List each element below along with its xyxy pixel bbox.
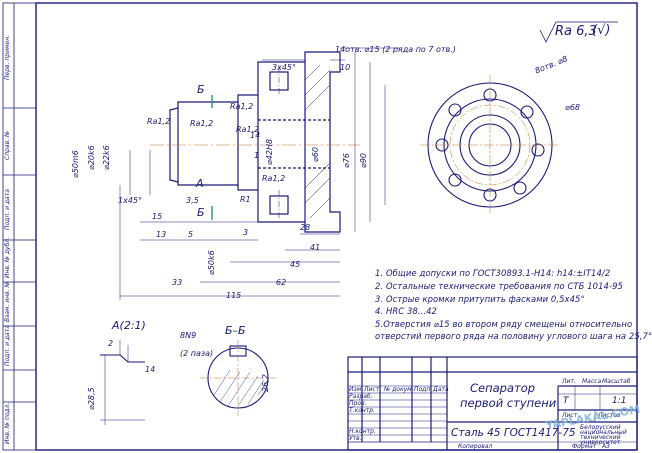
note-1: 1. Общие допуски по ГОСТ30893.1-H14: h14… [375, 268, 611, 278]
tb-format-value: A3 [602, 443, 610, 450]
section-hatch [304, 64, 331, 219]
tb-kopiroval: Копировал [458, 443, 493, 450]
dim-d20: ⌀20k6 [87, 145, 96, 170]
dim-62: 62 [276, 278, 287, 287]
tb-mass: Масса [582, 378, 602, 385]
dim-fourteen: 14 [250, 131, 261, 140]
dim-ra-5: Ra1,2 [262, 174, 286, 183]
detail-a [100, 340, 145, 425]
dim-d50b: ⌀50k6 [207, 250, 216, 275]
side-label-5: Взам. инв. № [4, 281, 11, 322]
tb-lit: Лит. [562, 378, 576, 385]
tb-nkontr: Н.контр. [349, 428, 376, 435]
note-4: 4. HRC 38...42 [375, 306, 437, 316]
dim-d22: ⌀22k6 [102, 145, 111, 170]
tb-ndoc: № докум. [384, 386, 414, 393]
view-a-label: A [196, 177, 204, 190]
side-label-3: Подп. и дата [4, 189, 11, 230]
section-label-bottom: Б [197, 206, 205, 219]
tb-org-3: технический [580, 434, 621, 441]
dim-ra-3: Ra1,2 [190, 119, 214, 128]
dim-41: 41 [310, 243, 321, 252]
section-bb-dim-26: 26,2 [261, 374, 270, 392]
dim-ten: 10 [340, 63, 351, 72]
detail-a-dim-2: 2 [108, 339, 114, 348]
roughness-sign [539, 21, 618, 43]
dimension-lines [119, 47, 400, 300]
section-label-top: Б [197, 83, 205, 96]
tb-lit-value: Т [563, 396, 569, 406]
end-view [420, 75, 560, 215]
note-5-cont: отверстий первого ряда на половину углов… [375, 331, 652, 341]
dim-chamfer-left: 1x45° [118, 196, 143, 205]
dim-13: 13 [156, 230, 167, 239]
dim-15: 15 [152, 212, 163, 221]
tb-sheets: Листов [598, 412, 621, 419]
note-5: 5.Отверстия ⌀15 во втором ряду смещены о… [375, 319, 633, 329]
dim-3: 3 [243, 228, 249, 237]
tb-org-4: университет [580, 439, 621, 446]
tb-izm: Изм. [349, 386, 364, 393]
dim-45: 45 [290, 260, 301, 269]
side-label-6: Подп. и дата [4, 325, 11, 366]
dim-d76: ⌀76 [342, 153, 351, 168]
material: Сталь 45 ГОСТ1417-75 [451, 427, 576, 439]
end-view-pcd: ⌀68 [565, 103, 580, 112]
dim-ra-1: Ra1,2 [230, 102, 254, 111]
dim-one: 1 [254, 151, 260, 160]
dim-35: 3,5 [186, 196, 199, 205]
note-2: 2. Остальные технические требования по С… [375, 281, 623, 291]
roughness-label: Ra 6,3 [555, 24, 597, 39]
tb-tkontr: Т.контр. [349, 407, 376, 414]
side-label-4: Инв. № дубл. [4, 236, 11, 278]
section-bb-key2: (2 паза) [180, 349, 214, 358]
dim-d90: ⌀90 [359, 153, 368, 168]
dim-d60: ⌀60 [311, 147, 320, 162]
tb-podp: Подп. [414, 386, 433, 393]
tb-format: Формат [572, 443, 597, 450]
detail-a-dim-285: ⌀28,5 [87, 387, 96, 410]
tb-scale: Масштаб [602, 378, 631, 385]
dim-ra-2: Ra1,2 [147, 117, 171, 126]
tb-prov: Пров. [349, 400, 367, 407]
tb-data: Дата [433, 386, 449, 393]
title-block [347, 356, 638, 451]
note-3: 3. Острые кромки притупить фасками 0,5х4… [375, 294, 585, 304]
inner-frame [35, 2, 638, 451]
tb-sheet: Лист [562, 412, 578, 419]
side-label-2: Справ. № [4, 130, 11, 160]
tb-list: Лист [364, 386, 380, 393]
side-label-1: Перв. примен. [4, 34, 11, 80]
tb-org-2: национальный [580, 429, 627, 436]
part-name-1: Сепаратор [470, 381, 536, 395]
roughness-mark: (√) [592, 23, 611, 38]
dim-d42: ⌀42H8 [265, 138, 274, 165]
dim-d50: ⌀50m6 [71, 150, 80, 178]
dim-ra-4: Ra1,2 [236, 125, 260, 134]
dim-28: 28 [300, 223, 311, 232]
dim-5: 5 [188, 230, 194, 239]
dim-chamfer-top: 3x45° [272, 63, 297, 72]
part-name-2: первой ступени [460, 396, 557, 410]
section-bb-title: Б–Б [225, 324, 246, 337]
tb-utv: Утв. [349, 435, 362, 442]
detail-a-title: А(2:1) [112, 319, 146, 332]
dim-115: 115 [226, 291, 242, 300]
detail-a-dim-14: 14 [145, 365, 156, 374]
tb-scale-value: 1:1 [612, 396, 627, 406]
dim-33: 33 [172, 278, 183, 287]
tb-org-1: Белорусский [580, 424, 621, 431]
section-bb [200, 340, 276, 416]
side-label-7: Инв. № подл. [4, 402, 11, 444]
dim-r1: R1 [240, 195, 251, 204]
shaft-profile [169, 51, 341, 233]
holes-note: 14отв. ⌀15 (2 ряда по 7 отв.) [335, 45, 456, 54]
section-bb-key: 8N9 [180, 331, 197, 340]
tb-razrab: Разраб. [349, 393, 373, 400]
